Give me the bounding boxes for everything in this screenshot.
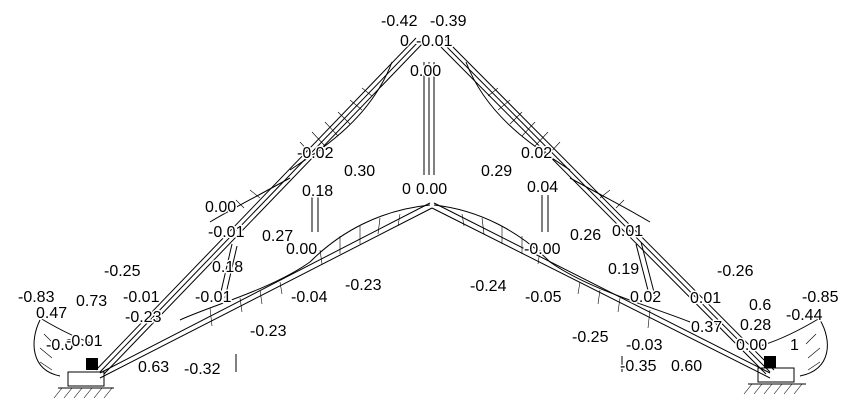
- value-label: -0.05: [525, 289, 562, 306]
- value-label: 0.6: [749, 297, 771, 314]
- right-top-moment-area: [465, 61, 651, 223]
- value-label: -0.04: [291, 289, 328, 306]
- value-label: -0.23: [250, 323, 287, 340]
- value-label: -0.24: [470, 278, 507, 295]
- value-label: -0.39: [430, 13, 467, 30]
- left-short-web: [219, 243, 238, 299]
- left-eave-moment-area: [33, 317, 101, 377]
- value-label: -0.01: [416, 33, 453, 50]
- value-label: 0.30: [344, 163, 375, 180]
- value-label: -0.02: [297, 145, 334, 162]
- value-label: -0.01: [66, 333, 103, 350]
- value-label: -0.23: [125, 309, 162, 326]
- right-top-chord: [435, 37, 775, 375]
- right-bottom-moment-area: [433, 204, 691, 329]
- value-label: 0.04: [527, 179, 558, 196]
- right-vertical-web: [541, 195, 549, 232]
- left-bottom-chord: [99, 202, 433, 379]
- value-label: 1: [790, 337, 799, 354]
- value-label: -0.23: [345, 277, 382, 294]
- value-label: -0.01: [208, 224, 245, 241]
- value-label: 0: [400, 33, 409, 50]
- value-label: -0.25: [572, 329, 609, 346]
- value-label: 0.00: [736, 337, 767, 354]
- value-label: -0.42: [381, 13, 418, 30]
- right-short-web: [635, 241, 656, 299]
- value-label: 0.01: [690, 290, 721, 307]
- right-bottom-chord: [431, 202, 771, 379]
- value-label: 0.02: [630, 289, 661, 306]
- value-label: -0.83: [18, 289, 55, 306]
- left-bottom-moment-area: [179, 204, 431, 327]
- value-labels: -0.42 -0.39 0 -0.01 0.00 -0.02 0.30 0.29…: [17, 12, 841, 380]
- value-label: 0.02: [521, 145, 552, 162]
- right-support: [743, 356, 806, 395]
- value-label: 0.00: [410, 63, 441, 80]
- value-label: -0.00: [524, 241, 561, 258]
- value-label: -0.25: [104, 263, 141, 280]
- value-label: 0.29: [481, 163, 512, 180]
- right-eave-moment-area: [759, 317, 828, 377]
- value-label: 0.00: [205, 199, 236, 216]
- center-post: [423, 62, 435, 175]
- value-label: 0.00: [286, 241, 317, 258]
- value-label: -0.44: [786, 307, 823, 324]
- value-label: 0.27: [262, 228, 293, 245]
- value-label: -0.32: [184, 361, 221, 378]
- value-label: 0.19: [608, 261, 639, 278]
- left-top-chord: [95, 37, 425, 375]
- value-label: 0.60: [671, 358, 702, 375]
- value-label: -0.35: [620, 358, 657, 375]
- left-support: [53, 358, 114, 399]
- value-label: 0.73: [76, 293, 107, 310]
- value-label: -0.01: [123, 289, 160, 306]
- left-top-moment-area: [209, 61, 393, 223]
- value-label: 0.18: [302, 183, 333, 200]
- value-label: 0: [402, 181, 411, 198]
- value-label: -0.03: [626, 337, 663, 354]
- value-label: 0.37: [691, 319, 722, 336]
- value-label: 0.47: [36, 305, 67, 322]
- value-label: 0.01: [612, 223, 643, 240]
- value-label: 0.63: [138, 359, 169, 376]
- value-label: -0.85: [802, 289, 839, 306]
- value-label: 0.00: [416, 181, 447, 198]
- left-vertical-web: [311, 195, 319, 232]
- value-label: -0.01: [195, 289, 232, 306]
- value-label: 0.26: [570, 227, 601, 244]
- value-label: 0.18: [212, 259, 243, 276]
- value-label: -0.0: [46, 337, 74, 354]
- value-label: -0.26: [717, 263, 754, 280]
- value-label: 0.28: [740, 317, 771, 334]
